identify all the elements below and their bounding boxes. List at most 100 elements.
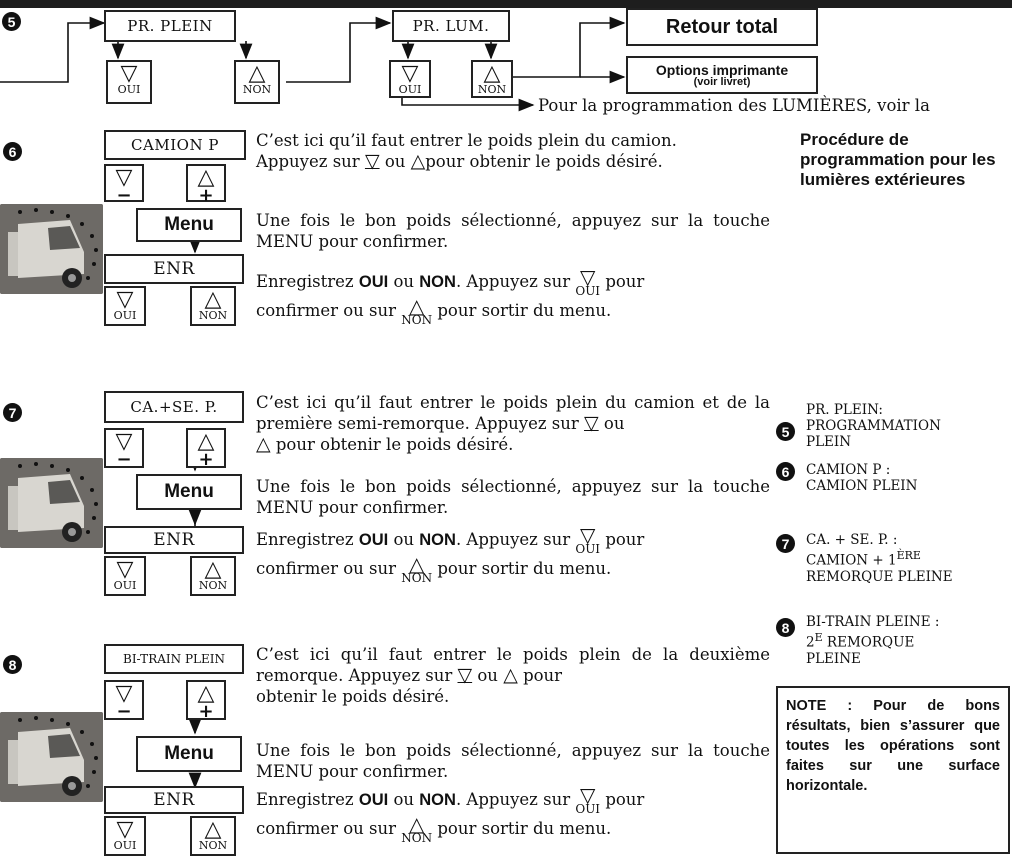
lumieres-procedure-title: Procédure de programmation pour les lumi… — [800, 130, 996, 189]
non-inline-icon: △NON — [401, 812, 433, 845]
legend-6-number: 6 — [776, 462, 795, 481]
enr-oui-key[interactable]: ▽ OUI — [104, 816, 146, 856]
pr-lum-box: PR. LUM. — [392, 10, 510, 42]
enr-non-key[interactable]: △ NON — [190, 286, 236, 326]
truck-icon — [0, 712, 103, 802]
step-5-number: 5 — [2, 12, 21, 31]
down-triangle-icon: ▽ — [401, 61, 419, 86]
non-label: NON — [242, 83, 272, 96]
oui-inline-icon: ▽OUI — [575, 265, 601, 298]
step6-instruction: C’est ici qu’il faut entrer le poids ple… — [256, 131, 677, 172]
oui-label: OUI — [398, 83, 422, 96]
down-triangle-icon: ▽ — [116, 287, 134, 312]
up-triangle-icon: △ — [248, 61, 266, 86]
oui-key[interactable]: ▽ OUI — [106, 60, 152, 104]
oui-inline-icon: ▽OUI — [575, 523, 601, 556]
minus-key[interactable]: ▽ − — [104, 680, 144, 722]
down-triangle-icon: ▽ — [115, 681, 133, 706]
step7-menu-text: Une fois le bon poids sélectionné, appuy… — [256, 477, 770, 517]
plus-icon: + — [198, 449, 214, 470]
oui-label: OUI — [113, 579, 137, 592]
oui-inline-icon: ▽OUI — [575, 783, 601, 816]
non-label: NON — [198, 579, 228, 592]
lum-oui-key[interactable]: ▽ OUI — [389, 60, 431, 98]
options-title: Options imprimante — [655, 61, 789, 78]
plus-key[interactable]: △ + — [186, 428, 226, 470]
up-plus-icon: △ — [503, 664, 518, 686]
step-8-number: 8 — [3, 655, 22, 674]
enr-oui-key[interactable]: ▽ OUI — [104, 556, 146, 596]
oui-label: OUI — [113, 839, 137, 852]
step6-enr-text: Enregistrez OUI ou NON. Appuyez sur ▽OUI… — [256, 265, 645, 327]
down-minus-icon: ▽ — [364, 150, 380, 172]
truck-icon — [0, 204, 103, 294]
down-triangle-icon: ▽ — [115, 429, 133, 454]
minus-icon: − — [116, 185, 132, 206]
legend-7-number: 7 — [776, 534, 795, 553]
step7-instruction: C’est ici qu’il faut entrer le poids ple… — [256, 393, 770, 455]
lum-non-key[interactable]: △ NON — [471, 60, 513, 98]
down-triangle-icon: ▽ — [116, 557, 134, 582]
down-minus-icon: ▽ — [457, 664, 473, 686]
legend-7: CA. + SE. P. : CAMION + 1ère REMORQUE PL… — [806, 532, 953, 585]
retour-total-box: Retour total — [626, 8, 818, 46]
step8-menu-text: Une fois le bon poids sélectionné, appuy… — [256, 741, 770, 781]
step-6-number: 6 — [3, 142, 22, 161]
legend-5-number: 5 — [776, 422, 795, 441]
enr-non-key[interactable]: △ NON — [190, 816, 236, 856]
note-box: NOTE : Pour de bons résultats, bien s’as… — [776, 686, 1010, 854]
non-label: NON — [198, 839, 228, 852]
up-triangle-icon: △ — [197, 681, 215, 706]
truck-image — [0, 712, 103, 802]
step8-instruction: C’est ici qu’il faut entrer le poids ple… — [256, 645, 770, 706]
up-triangle-icon: △ — [197, 429, 215, 454]
truck-image — [0, 458, 103, 548]
header-bar — [0, 0, 1012, 8]
step8-enr-text: Enregistrez OUI ou NON. Appuyez sur ▽OUI… — [256, 783, 645, 845]
enr-box: ENR — [104, 526, 244, 554]
up-plus-icon: △ — [410, 150, 426, 172]
ca-se-p-box: CA.+SE. P. — [104, 391, 244, 423]
plus-icon: + — [198, 701, 214, 722]
up-plus-icon: △ — [256, 433, 271, 455]
enr-box: ENR — [104, 254, 244, 284]
lumieres-text: Pour la programmation des LUMIÈRES, voir… — [538, 96, 930, 115]
non-inline-icon: △NON — [401, 294, 433, 327]
bi-train-plein-box: BI-TRAIN PLEIN — [104, 644, 244, 674]
menu-button[interactable]: Menu — [136, 474, 242, 510]
plus-key[interactable]: △ + — [186, 680, 226, 722]
menu-button[interactable]: Menu — [136, 736, 242, 772]
plus-icon: + — [198, 185, 214, 206]
minus-key[interactable]: ▽ − — [104, 428, 144, 470]
enr-non-key[interactable]: △ NON — [190, 556, 236, 596]
non-label: NON — [198, 309, 228, 322]
pr-plein-box: PR. PLEIN — [104, 10, 236, 42]
options-imprimante-box: Options imprimante (voir livret) — [626, 56, 818, 94]
down-triangle-icon: ▽ — [116, 817, 134, 842]
minus-icon: − — [116, 701, 132, 722]
truck-icon — [0, 458, 103, 548]
camion-p-box: CAMION P — [104, 130, 246, 160]
down-triangle-icon: ▽ — [120, 61, 138, 86]
enr-oui-key[interactable]: ▽ OUI — [104, 286, 146, 326]
non-key[interactable]: △ NON — [234, 60, 280, 104]
up-triangle-icon: △ — [197, 165, 215, 190]
minus-icon: − — [116, 449, 132, 470]
up-triangle-icon: △ — [204, 287, 222, 312]
options-subtitle: (voir livret) — [693, 75, 751, 88]
oui-label: OUI — [113, 309, 137, 322]
menu-button[interactable]: Menu — [136, 208, 242, 242]
plus-key[interactable]: △ + — [186, 164, 226, 206]
oui-label: OUI — [117, 83, 141, 96]
enr-box: ENR — [104, 786, 244, 814]
down-triangle-icon: ▽ — [115, 165, 133, 190]
legend-6: CAMION P :CAMION PLEIN — [806, 462, 918, 494]
step7-enr-text: Enregistrez OUI ou NON. Appuyez sur ▽OUI… — [256, 523, 645, 585]
down-minus-icon: ▽ — [584, 412, 599, 434]
truck-image — [0, 204, 103, 294]
minus-key[interactable]: ▽ − — [104, 164, 144, 206]
step6-menu-text: Une fois le bon poids sélectionné, appuy… — [256, 211, 770, 251]
up-triangle-icon: △ — [204, 557, 222, 582]
non-inline-icon: △NON — [401, 552, 433, 585]
